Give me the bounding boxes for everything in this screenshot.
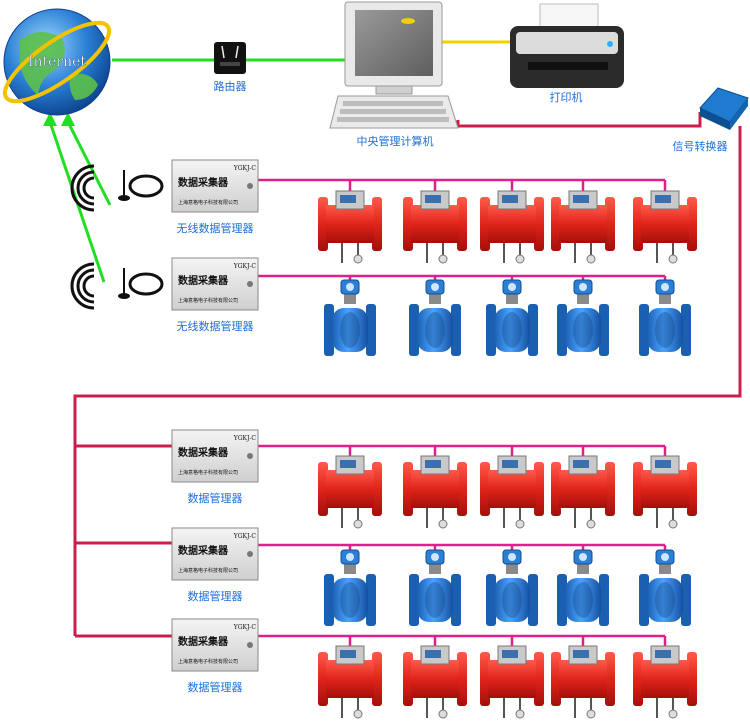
computer-converter-link [456, 112, 702, 128]
printer-label: 打印机 [550, 90, 583, 104]
converter-node: 信号转换器 [673, 87, 749, 153]
ultrasonic-flow-meter [318, 190, 382, 264]
wireless-signal-icon [70, 164, 95, 212]
antenna-icon [118, 170, 164, 201]
computer-icon [329, 1, 459, 129]
electromagnetic-flow-meter [324, 279, 376, 356]
wireless-signal-icon [70, 262, 95, 310]
electromagnetic-flow-meter [486, 549, 538, 626]
ultrasonic-flow-meter [551, 455, 615, 529]
electromagnetic-flow-meter [409, 549, 461, 626]
collector-lock [247, 183, 253, 189]
collector-company: 上海意格电子科技有限公司 [178, 658, 238, 665]
bus-links [73, 126, 742, 638]
collector-lock [247, 642, 253, 648]
main-bus-line [73, 126, 742, 636]
electromagnetic-flow-meter [639, 279, 691, 356]
manager-label: 无线数据管理器 [177, 319, 254, 333]
wireless-uplink-0 [66, 121, 112, 206]
electromagnetic-flow-meter [409, 279, 461, 356]
electromagnetic-flow-meter [557, 279, 609, 356]
router-node: 路由器 [214, 42, 247, 93]
antenna-icon [118, 268, 164, 299]
collector-lock [247, 551, 253, 557]
manager-label: 数据管理器 [188, 680, 243, 694]
printer-node: 打印机 [510, 3, 624, 104]
electromagnetic-flow-meter [639, 549, 691, 626]
converter-label: 信号转换器 [673, 139, 728, 153]
ultrasonic-flow-meter [633, 645, 697, 719]
ultrasonic-flow-meter [633, 190, 697, 264]
collector-title: 数据采集器 [178, 274, 229, 287]
router-icon [214, 42, 246, 74]
ultrasonic-flow-meter [318, 645, 382, 719]
collector-title: 数据采集器 [178, 176, 229, 189]
collector-company: 上海意格电子科技有限公司 [178, 199, 238, 206]
collector-company: 上海意格电子科技有限公司 [178, 469, 238, 476]
ultrasonic-flow-meter [403, 190, 467, 264]
internet-node: Internet [2, 8, 112, 116]
collector-model: YGKJ-C [233, 533, 257, 540]
manager-label: 无线数据管理器 [177, 221, 254, 235]
ultrasonic-flow-meter [403, 645, 467, 719]
computer-node: 中央管理计算机 [329, 1, 459, 148]
manager-label: 数据管理器 [188, 491, 243, 505]
collector-model: YGKJ-C [233, 263, 257, 270]
collector-company: 上海意格电子科技有限公司 [178, 567, 238, 574]
ultrasonic-flow-meter [551, 645, 615, 719]
electromagnetic-flow-meter [486, 279, 538, 356]
ultrasonic-flow-meter [480, 645, 544, 719]
ultrasonic-flow-meter [480, 455, 544, 529]
ultrasonic-flow-meter [403, 455, 467, 529]
ultrasonic-flow-meter [318, 455, 382, 529]
collector-lock [247, 453, 253, 459]
electromagnetic-flow-meter [557, 549, 609, 626]
signal-converter-icon [699, 87, 749, 130]
ultrasonic-flow-meter [480, 190, 544, 264]
collector-title: 数据采集器 [178, 635, 229, 648]
uplink-arrowhead-0 [61, 112, 75, 126]
manager-label: 数据管理器 [188, 589, 243, 603]
collector-company: 上海意格电子科技有限公司 [178, 297, 238, 304]
collector-lock [247, 281, 253, 287]
collector-model: YGKJ-C [233, 435, 257, 442]
printer-icon [510, 3, 624, 88]
meters-layer [318, 190, 697, 719]
computer-label: 中央管理计算机 [357, 134, 434, 148]
collector-model: YGKJ-C [233, 624, 257, 631]
collector-title: 数据采集器 [178, 446, 229, 459]
ultrasonic-flow-meter [551, 190, 615, 264]
uplink-arrowhead-1 [43, 112, 57, 126]
electromagnetic-flow-meter [324, 549, 376, 626]
collector-title: 数据采集器 [178, 544, 229, 557]
ultrasonic-flow-meter [633, 455, 697, 529]
collector-model: YGKJ-C [233, 165, 257, 172]
internet-label: Internet [28, 54, 86, 70]
globe-icon [2, 8, 112, 116]
router-label: 路由器 [214, 79, 247, 93]
managers-layer: YGKJ-C数据采集器上海意格电子科技有限公司无线数据管理器YGKJ-C数据采集… [70, 159, 667, 694]
